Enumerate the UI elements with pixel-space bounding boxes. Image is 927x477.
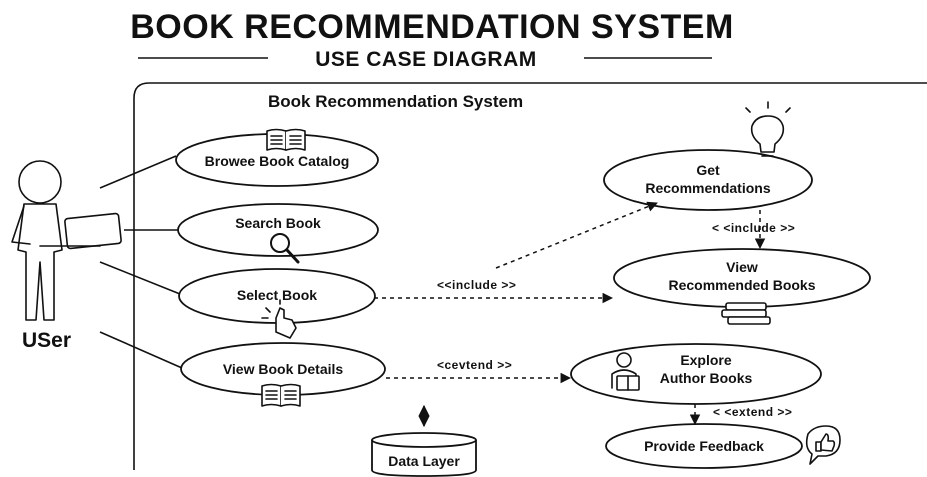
extend-explore-label: < <extend >> xyxy=(713,405,792,419)
use-case-search-book[interactable]: Search Book xyxy=(177,203,379,257)
laptop-icon xyxy=(64,212,122,250)
use-case-get-recommendations[interactable]: Get Recommendations xyxy=(603,149,813,211)
use-case-explore-line1: Explore xyxy=(680,352,732,368)
use-case-explore-author-books[interactable]: Explore Author Books xyxy=(570,343,822,405)
use-case-browse-label: Browee Book Catalog xyxy=(205,153,350,169)
actor-body xyxy=(17,203,63,321)
actor-label: USer xyxy=(22,329,71,352)
data-layer-label: Data Layer xyxy=(388,453,460,469)
use-case-browse-catalog[interactable]: Browee Book Catalog xyxy=(175,133,379,187)
use-case-select-book[interactable]: Select Book xyxy=(178,268,376,324)
use-case-view-recommended-line1: View xyxy=(726,259,758,275)
use-case-search-label: Search Book xyxy=(235,215,321,231)
include-recommend-label: < <include >> xyxy=(712,221,795,235)
pointing-hand-icon xyxy=(261,299,297,339)
thumbs-up-icon xyxy=(805,425,841,465)
magnifier-icon xyxy=(270,233,300,264)
actor-head xyxy=(18,160,62,204)
system-boundary-label: Book Recommendation System xyxy=(268,92,523,111)
diagram-subtitle: USE CASE DIAGRAM xyxy=(315,48,537,71)
include-select-label: <<include >> xyxy=(437,278,516,292)
association-select xyxy=(99,261,181,295)
actor-user: USer xyxy=(11,160,122,352)
book-stack-icon xyxy=(721,302,771,325)
extend-details-label: <cevtend >> xyxy=(437,358,512,372)
use-case-recommend-line1: Get xyxy=(696,162,720,178)
actor-arm xyxy=(11,205,31,245)
system-boundary xyxy=(133,82,927,470)
use-case-explore-line2: Author Books xyxy=(660,370,753,386)
use-case-view-recommended-books[interactable]: View Recommended Books xyxy=(613,248,871,308)
include-select-to-recommend xyxy=(495,201,658,269)
reader-icon xyxy=(611,352,640,391)
use-case-feedback-label: Provide Feedback xyxy=(644,438,764,454)
use-case-provide-feedback[interactable]: Provide Feedback xyxy=(605,423,803,469)
use-case-view-book-details[interactable]: View Book Details xyxy=(180,342,386,396)
association-details xyxy=(99,331,183,369)
open-book-icon xyxy=(261,383,301,407)
use-case-recommend-line2: Recommendations xyxy=(645,180,770,196)
use-case-details-label: View Book Details xyxy=(223,361,344,377)
open-book-icon xyxy=(266,128,306,151)
association-browse xyxy=(99,155,177,189)
use-case-select-label: Select Book xyxy=(237,287,317,303)
lightbulb-icon xyxy=(745,101,791,157)
data-layer-store: Data Layer xyxy=(371,432,477,477)
use-case-view-recommended-line2: Recommended Books xyxy=(668,277,815,293)
diagram-title: BOOK RECOMMENDATION SYSTEM xyxy=(130,8,734,46)
